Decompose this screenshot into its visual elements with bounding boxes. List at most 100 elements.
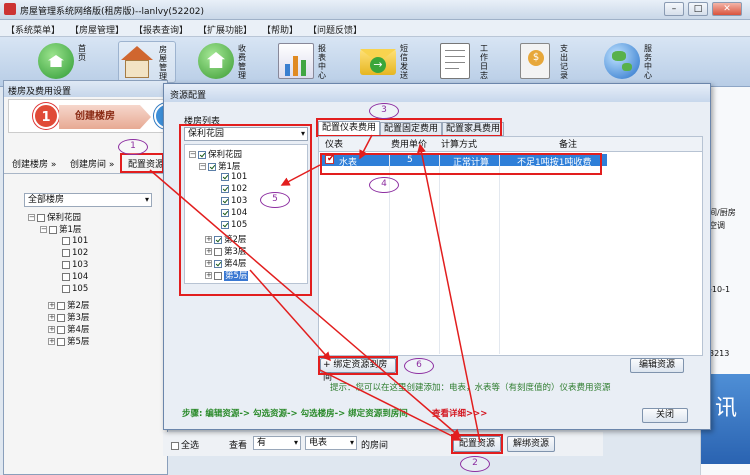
toolbar-service[interactable]: 服务中心 [604, 41, 664, 83]
expand-icon[interactable]: + [48, 313, 55, 321]
toolbar-home-label: 首页 [78, 44, 86, 62]
close-window-button[interactable]: ✕ [712, 2, 742, 16]
highlight-config-button [451, 434, 503, 454]
toolbar-house[interactable]: 房屋管理 [118, 41, 176, 83]
checkbox[interactable] [57, 313, 65, 322]
tree-floor5[interactable]: +第5层 [48, 335, 89, 347]
view-label: 查看 [229, 441, 248, 451]
minimize-button[interactable]: – [664, 2, 684, 16]
envelope-icon: → [360, 49, 396, 75]
col-price: 费用单价 [391, 140, 428, 151]
select-all-checkbox[interactable]: 全选 [171, 438, 199, 451]
tab-create-building[interactable]: 创建楼房 » [12, 160, 57, 170]
dialog-close-button[interactable]: 关闭 [642, 408, 688, 423]
checkbox[interactable] [62, 260, 70, 269]
checkbox[interactable] [49, 225, 57, 234]
tree-root[interactable]: −保利花园 [28, 211, 81, 223]
steps-strip: 1 创建楼房 2 [8, 99, 180, 133]
building-filter-select[interactable]: 全部楼房 [24, 193, 152, 207]
toolbar-sms[interactable]: → 短信发送 [360, 41, 420, 83]
tab-meter-fee[interactable]: 配置仪表费用 [318, 121, 380, 136]
tree-floor1-label: 第1层 [59, 225, 82, 235]
tree-floor1[interactable]: − 第1层 [40, 223, 81, 235]
tree-floor3[interactable]: +第3层 [48, 311, 89, 323]
checkbox[interactable] [62, 284, 70, 293]
checkbox[interactable] [62, 272, 70, 281]
annotation-5: 5 [260, 192, 290, 208]
toolbar-sms-label: 短信发送 [400, 44, 408, 80]
menu-house[interactable]: 【房屋管理】 [70, 26, 125, 36]
room-label: 105 [72, 284, 89, 294]
building-select[interactable]: 保利花园 [184, 127, 308, 141]
tab-create-room[interactable]: 创建房间 » [70, 160, 115, 170]
report-icon [278, 43, 314, 79]
menu-system[interactable]: 【系统菜单】 [6, 26, 61, 36]
tab-config-resource[interactable]: 配置资源 [128, 160, 165, 170]
col-meter: 仪表 [325, 140, 344, 151]
highlight-tabs [316, 118, 502, 137]
bg-cell-date: -10-1 [709, 285, 731, 294]
tree-room-104[interactable]: 104 [62, 272, 88, 282]
tree-room-103[interactable]: 103 [62, 260, 88, 270]
tree-root[interactable]: − 保利花园 [189, 148, 242, 160]
bg-column-header-2: 空调 [709, 221, 725, 230]
tree-room-102[interactable]: 102 [62, 248, 88, 258]
tree-floor2[interactable]: +第2层 [48, 299, 89, 311]
highlight-config-tab [120, 153, 164, 173]
left-window-title: 楼房及费用设置 [4, 81, 167, 97]
collapse-icon[interactable]: − [28, 213, 35, 221]
room-label: 101 [72, 236, 89, 246]
edit-resource-button[interactable]: 编辑资源 [630, 358, 684, 373]
annotation-1: 1 [118, 139, 148, 155]
checkbox[interactable] [62, 236, 70, 245]
meter-select[interactable]: 电表 [305, 436, 357, 450]
menu-extend[interactable]: 【扩展功能】 [198, 26, 253, 36]
toolbar-log-label: 工作日志 [480, 44, 488, 80]
collapse-icon[interactable]: − [40, 225, 47, 233]
annotation-3: 3 [369, 103, 399, 119]
has-select[interactable]: 有 [253, 436, 301, 450]
checkbox[interactable] [57, 325, 65, 334]
toolbar-home[interactable]: 首页 [38, 41, 98, 83]
toolbar-expense[interactable]: $ 支出记录 [520, 41, 580, 83]
checkbox[interactable] [57, 301, 65, 310]
expand-icon[interactable]: + [48, 301, 55, 309]
menu-feedback[interactable]: 【问题反馈】 [308, 26, 363, 36]
expand-icon[interactable]: + [48, 337, 55, 345]
unbind-resource-button[interactable]: 解绑资源 [507, 436, 555, 452]
tree-root-label: 保利花园 [208, 150, 243, 160]
view-detail-link[interactable]: 查看详细>>> [432, 409, 488, 419]
toolbar-report[interactable]: 报表中心 [278, 41, 338, 83]
checkbox[interactable] [171, 441, 179, 450]
collapse-icon[interactable]: − [189, 150, 196, 158]
menu-bar: 【系统菜单】 【房屋管理】 【报表查询】 【扩展功能】 【帮助】 【问题反馈】 [0, 20, 750, 37]
toolbar-charge[interactable]: 收费管理 [198, 41, 258, 83]
row-checkbox[interactable] [325, 155, 334, 164]
toolbar-log[interactable]: 工作日志 [440, 41, 500, 83]
menu-help[interactable]: 【帮助】 [262, 26, 299, 36]
tree-floor1-label: 第1层 [218, 162, 241, 172]
annotation-6: 6 [404, 358, 434, 374]
toolbar-house-label: 房屋管理 [159, 45, 167, 81]
room-label: 103 [72, 260, 89, 270]
checkbox[interactable] [62, 248, 70, 257]
tree-floor4[interactable]: +第4层 [48, 323, 89, 335]
maximize-button[interactable]: □ [688, 2, 708, 16]
rooms-text: 的房间 [361, 441, 389, 451]
app-logo-icon [4, 3, 16, 15]
tree-room-101[interactable]: 101 [62, 236, 88, 246]
expand-icon[interactable]: + [48, 325, 55, 333]
globe-icon [604, 43, 640, 79]
tree-room-105[interactable]: 105 [62, 284, 88, 294]
select-all-label: 全选 [181, 441, 200, 451]
step1-create-building[interactable]: 创建楼房 [59, 105, 151, 129]
menu-report[interactable]: 【报表查询】 [134, 26, 189, 36]
checked-checkbox[interactable] [198, 150, 206, 159]
home-icon [38, 43, 74, 79]
resource-config-dialog: 资源配置 楼房列表 保利花园 −保利花园 −第1层 101 102 103 10… [163, 83, 711, 430]
annotation-4: 4 [369, 177, 399, 193]
toolbar-report-label: 报表中心 [318, 44, 326, 80]
bg-cell-number: 3213 [709, 349, 730, 358]
checkbox[interactable] [57, 337, 65, 346]
checkbox[interactable] [37, 213, 45, 222]
